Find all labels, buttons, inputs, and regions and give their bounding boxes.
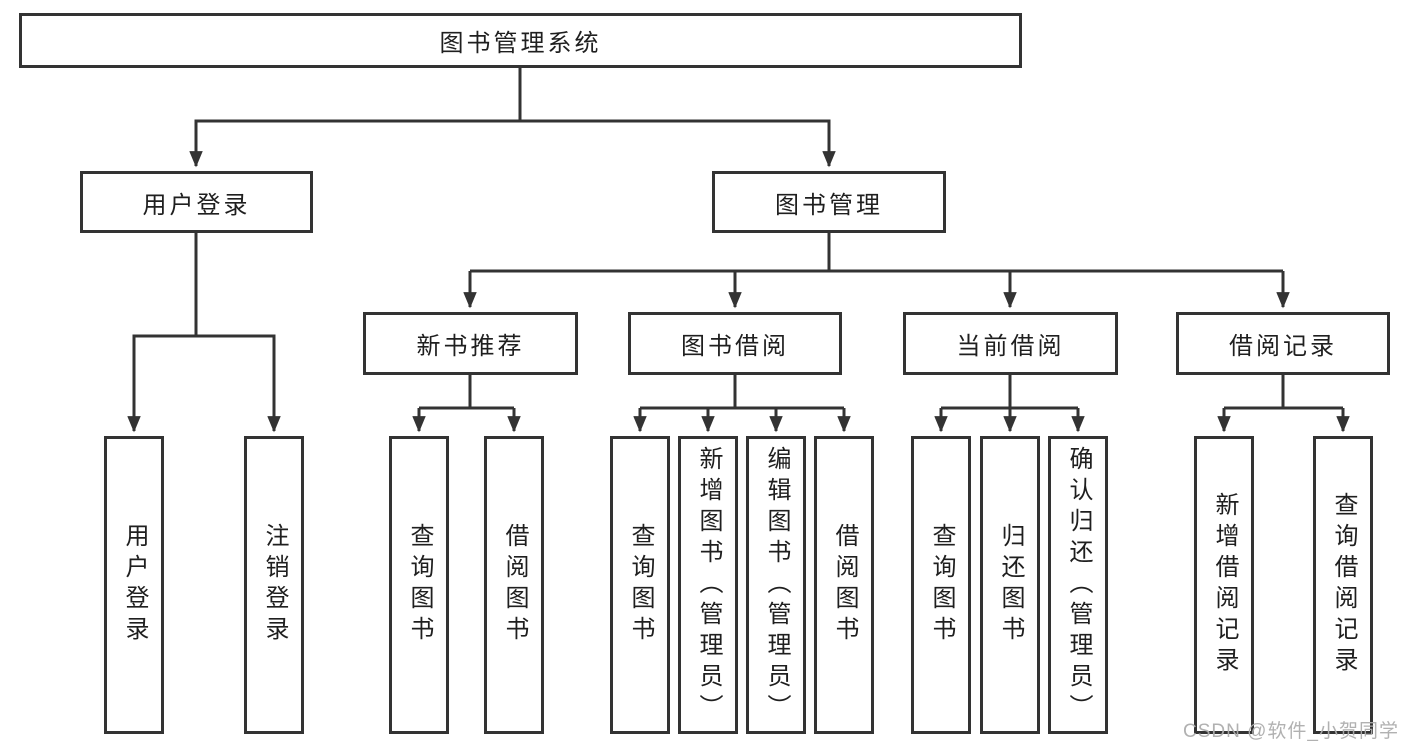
node-new-book-recommendation: 新书推荐 — [363, 312, 578, 375]
leaf-edit-books-admin: 编辑图书（管理员） — [746, 436, 806, 734]
leaf-query-books-borrowing: 查询图书 — [610, 436, 670, 734]
connector-line-group — [127, 68, 1350, 433]
node-borrowing-records: 借阅记录 — [1176, 312, 1390, 375]
leaf-query-books-recommend: 查询图书 — [389, 436, 449, 734]
leaf-logout: 注销登录 — [244, 436, 304, 734]
leaf-query-books-current: 查询图书 — [911, 436, 971, 734]
arrow-to-user-login — [189, 119, 520, 168]
leaf-borrow-books-recommend: 借阅图书 — [484, 436, 544, 734]
leaf-query-borrow-record: 查询借阅记录 — [1313, 436, 1373, 734]
arrow-to-book-management — [520, 119, 836, 168]
arrow-to-leaf-logout — [196, 334, 281, 433]
node-current-borrowing: 当前借阅 — [903, 312, 1118, 375]
leaf-return-books: 归还图书 — [980, 436, 1040, 734]
leaf-user-login: 用户登录 — [104, 436, 164, 734]
leaf-borrow-books-borrowing: 借阅图书 — [814, 436, 874, 734]
leaf-add-books-admin: 新增图书（管理员） — [678, 436, 738, 734]
node-user-login: 用户登录 — [80, 171, 313, 233]
leaf-confirm-return-admin: 确认归还（管理员） — [1048, 436, 1108, 734]
leaf-add-borrow-record: 新增借阅记录 — [1194, 436, 1254, 734]
node-book-borrowing: 图书借阅 — [628, 312, 842, 375]
arrow-to-leaf-user-login — [127, 334, 196, 433]
node-library-management-system: 图书管理系统 — [19, 13, 1022, 68]
node-book-management: 图书管理 — [712, 171, 946, 233]
csdn-watermark: CSDN @软件_小贺同学 — [1183, 721, 1399, 742]
